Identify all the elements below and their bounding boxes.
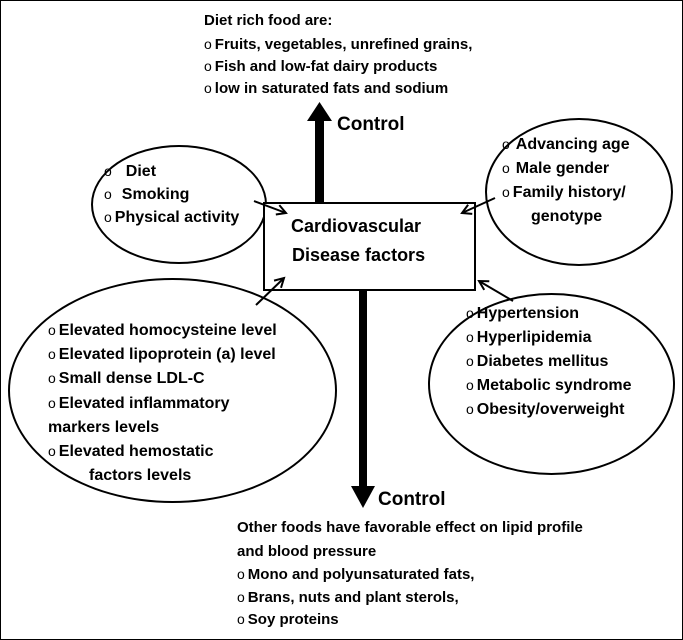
bullet: o bbox=[502, 184, 510, 200]
control-label-bottom: Control bbox=[378, 489, 446, 510]
biomarker-item-hemostatic-cont: factors levels bbox=[89, 467, 192, 484]
bullet: o bbox=[502, 160, 510, 176]
bullet: o bbox=[466, 305, 474, 321]
bullet: o bbox=[237, 611, 245, 627]
center-title-line-2: Disease factors bbox=[292, 245, 426, 265]
bullet: o bbox=[48, 370, 56, 386]
bullet: o bbox=[204, 58, 212, 74]
bullet: o bbox=[204, 36, 212, 52]
bullet: o bbox=[466, 401, 474, 417]
bullet: o bbox=[237, 589, 245, 605]
bullet: o bbox=[466, 329, 474, 345]
clinical-conditions-arrow bbox=[479, 281, 514, 302]
bullet: o bbox=[104, 209, 112, 225]
bullet: o bbox=[48, 346, 56, 362]
bullet: o bbox=[237, 566, 245, 582]
other-foods-heading-1: Other foods have favorable effect on lip… bbox=[237, 519, 583, 536]
bullet: o bbox=[104, 186, 112, 202]
biomarker-arrow bbox=[255, 278, 284, 306]
bullet: o bbox=[48, 395, 56, 411]
bullet: o bbox=[466, 353, 474, 369]
control-up-arrow bbox=[307, 102, 332, 202]
bullet: o bbox=[466, 377, 474, 393]
cvd-factors-box bbox=[263, 202, 476, 291]
bullet: o bbox=[204, 80, 212, 96]
clinical-conditions-oval bbox=[428, 293, 675, 475]
bullet: o bbox=[48, 322, 56, 338]
nonmodifiable-arrow bbox=[462, 197, 496, 213]
control-label-top: Control bbox=[337, 114, 405, 135]
control-down-arrow bbox=[351, 291, 375, 508]
biomarker-item-inflammatory-cont: markers levels bbox=[48, 419, 160, 436]
bullet: o bbox=[48, 443, 56, 459]
nonmodifiable-oval bbox=[485, 118, 673, 266]
lifestyle-arrow bbox=[253, 200, 286, 213]
center-title-line-1: Cardiovascular bbox=[291, 216, 422, 236]
other-foods-heading-2: and blood pressure bbox=[237, 543, 377, 560]
bullet: o bbox=[104, 163, 112, 179]
biomarker-oval bbox=[8, 278, 337, 503]
diet-rich-heading: Diet rich food are: bbox=[204, 12, 333, 29]
bullet: o bbox=[502, 136, 510, 152]
nonmodifiable-item-family-cont: genotype bbox=[531, 208, 603, 225]
